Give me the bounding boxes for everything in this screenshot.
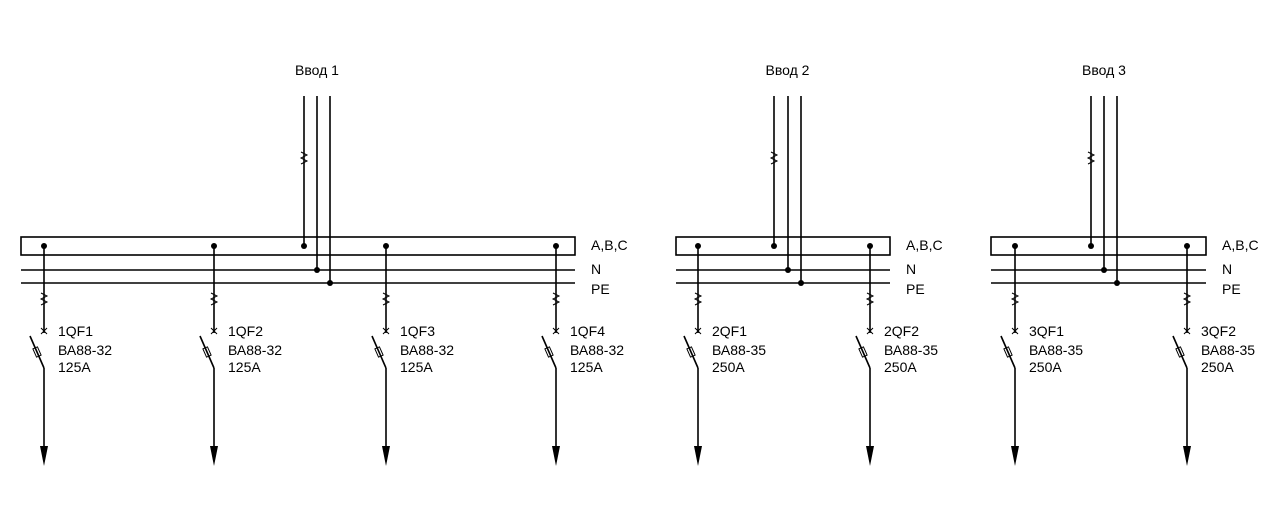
input-label: Ввод 2 [766,62,810,78]
input-label: Ввод 3 [1082,62,1126,78]
feeder-cable-mark [865,292,875,306]
breaker-blade [29,335,45,369]
breaker-rating: 250А [884,359,917,375]
breaker-id: 1QF2 [228,323,263,339]
phase-busbar [20,236,576,256]
feeder-cable-mark [693,292,703,306]
bus-label-neutral: N [1222,261,1232,277]
breaker-id: 3QF2 [1201,323,1236,339]
breaker-release-icon [32,346,42,358]
breaker-blade [683,335,699,369]
incoming-cable-mark [769,151,779,165]
feeder-cable-mark [1182,292,1192,306]
breaker-model: ВА88-32 [570,342,624,358]
bus-section-3: Ввод 3A,B,CNPE3QF1ВА88-35250А3QF2ВА88-35… [990,62,1259,466]
breaker-id: 3QF1 [1029,323,1064,339]
phase-busbar [990,236,1207,256]
feeder-cable-mark [551,292,561,306]
bus-label-pe: PE [906,281,925,297]
input-label: Ввод 1 [295,62,339,78]
breaker-model: ВА88-32 [58,342,112,358]
feeder-cable-mark [1010,292,1020,306]
breaker-blade [371,335,387,369]
incoming-cable-mark [1086,151,1096,165]
breaker-rating: 250А [1201,359,1234,375]
bus-label-phases: A,B,C [1222,237,1259,253]
feeder-cable-mark [381,292,391,306]
breaker-rating: 125А [58,359,91,375]
breaker-contact-cross [210,327,218,335]
breaker-contact-cross [40,327,48,335]
outgoing-arrow-icon [382,446,390,466]
breaker-rating: 125А [570,359,603,375]
incoming-cable-mark [299,151,309,165]
breaker-model: ВА88-35 [712,342,766,358]
breaker-contact-cross [552,327,560,335]
feeder-cable-mark [39,292,49,306]
outgoing-arrow-icon [40,446,48,466]
breaker-id: 1QF1 [58,323,93,339]
bus-label-phases: A,B,C [906,237,943,253]
breaker-rating: 250А [712,359,745,375]
breaker-rating: 125А [228,359,261,375]
bus-label-neutral: N [591,261,601,277]
bus-label-pe: PE [1222,281,1241,297]
breaker-model: ВА88-32 [400,342,454,358]
incoming-phase-junction [1088,243,1094,249]
breaker-contact-cross [1183,327,1191,335]
breaker-model: ВА88-35 [1201,342,1255,358]
breaker-blade [199,335,215,369]
breaker-blade [541,335,557,369]
outgoing-arrow-icon [694,446,702,466]
breaker-id: 2QF2 [884,323,919,339]
breaker-release-icon [374,346,384,358]
breaker-rating: 250А [1029,359,1062,375]
bus-label-phases: A,B,C [591,237,628,253]
breaker-release-icon [202,346,212,358]
breaker-blade [855,335,871,369]
breaker-release-icon [686,346,696,358]
breaker-contact-cross [382,327,390,335]
outgoing-arrow-icon [866,446,874,466]
bus-section-2: Ввод 2A,B,CNPE2QF1ВА88-35250А2QF2ВА88-35… [675,62,943,466]
breaker-model: ВА88-32 [228,342,282,358]
incoming-phase-junction [301,243,307,249]
breaker-contact-cross [694,327,702,335]
breaker-release-icon [1175,346,1185,358]
breaker-model: ВА88-35 [884,342,938,358]
feeder-cable-mark [209,292,219,306]
incoming-phase-junction [771,243,777,249]
phase-busbar [675,236,891,256]
breaker-blade [1000,335,1016,369]
breaker-id: 2QF1 [712,323,747,339]
bus-section-1: Ввод 1A,B,CNPE1QF1ВА88-32125А1QF2ВА88-32… [20,62,628,466]
breaker-release-icon [1003,346,1013,358]
outgoing-arrow-icon [1183,446,1191,466]
breaker-blade [1172,335,1188,369]
breaker-release-icon [544,346,554,358]
breaker-rating: 125А [400,359,433,375]
breaker-id: 1QF4 [570,323,605,339]
outgoing-arrow-icon [210,446,218,466]
breaker-id: 1QF3 [400,323,435,339]
breaker-contact-cross [1011,327,1019,335]
breaker-contact-cross [866,327,874,335]
bus-label-neutral: N [906,261,916,277]
breaker-release-icon [858,346,868,358]
breaker-model: ВА88-35 [1029,342,1083,358]
outgoing-arrow-icon [552,446,560,466]
bus-label-pe: PE [591,281,610,297]
outgoing-arrow-icon [1011,446,1019,466]
